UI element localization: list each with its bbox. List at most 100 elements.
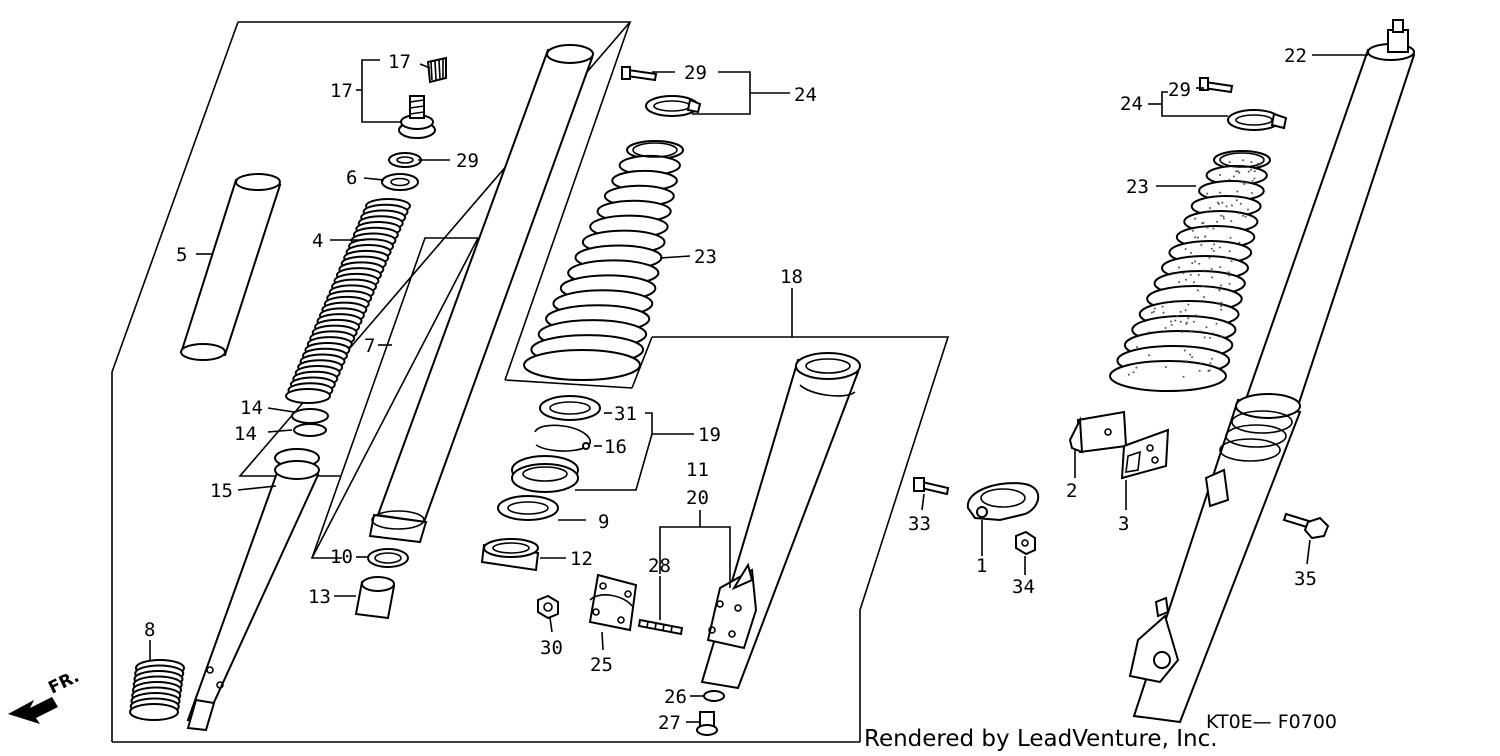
callout-33: 33 bbox=[908, 513, 931, 535]
part-14-clips bbox=[292, 409, 328, 436]
boot-texture-dot bbox=[1154, 308, 1156, 310]
boot-texture-dot bbox=[1209, 362, 1211, 364]
boot-texture-dot bbox=[1180, 321, 1182, 323]
boot-texture-dot bbox=[1189, 354, 1191, 356]
boot-texture-dot bbox=[1257, 163, 1259, 165]
boot-texture-dot bbox=[1250, 161, 1252, 163]
rebound-coil bbox=[130, 704, 178, 720]
callout-29-right: 29 bbox=[1168, 79, 1191, 101]
boot-texture-dot bbox=[1174, 320, 1176, 322]
callout-17: 17 bbox=[330, 80, 353, 102]
boot-texture-dot bbox=[1230, 220, 1232, 222]
callout-30: 30 bbox=[540, 637, 563, 659]
boot-texture-dot bbox=[1191, 330, 1193, 332]
boot-texture-dot bbox=[1204, 236, 1206, 238]
part-10-slide-bushing bbox=[368, 549, 408, 567]
callout-10: 10 bbox=[330, 546, 353, 568]
boot-texture-dot bbox=[1209, 257, 1211, 259]
part-24-clamp-right bbox=[1228, 110, 1286, 130]
callout-25: 25 bbox=[590, 654, 613, 676]
part-35-bolt bbox=[1284, 514, 1328, 538]
boot-texture-dot bbox=[1135, 367, 1137, 369]
boot-texture-dot bbox=[1183, 376, 1185, 378]
boot-texture-dot bbox=[1221, 335, 1223, 337]
part-5-fork-pipe bbox=[181, 174, 280, 360]
boot-texture-dot bbox=[1148, 354, 1150, 356]
boot-texture-dot bbox=[1238, 212, 1240, 214]
boot-texture-dot bbox=[1207, 227, 1209, 229]
boot-texture-dot bbox=[1193, 321, 1195, 323]
part-29-bolt-left bbox=[622, 67, 656, 80]
boot-texture-dot bbox=[1223, 218, 1225, 220]
boot-texture-dot bbox=[1216, 221, 1218, 223]
callout-13: 13 bbox=[308, 586, 331, 608]
boot-texture-dot bbox=[1242, 215, 1244, 217]
boot-texture-dot bbox=[1247, 209, 1249, 211]
boot-texture-dot bbox=[1203, 296, 1205, 298]
callout-3: 3 bbox=[1118, 513, 1129, 535]
boot-texture-dot bbox=[1195, 314, 1197, 316]
boot-texture-dot bbox=[1236, 199, 1238, 201]
boot-texture-dot bbox=[1218, 203, 1220, 205]
boot-texture-dot bbox=[1230, 237, 1232, 239]
boot-texture-dot bbox=[1220, 215, 1222, 217]
boot-texture-dot bbox=[1237, 170, 1239, 172]
callout-21: 20 bbox=[686, 487, 709, 509]
boot-texture-dot bbox=[1246, 182, 1248, 184]
front-direction-arrow-icon: FR. bbox=[8, 667, 82, 724]
boot-texture-dot bbox=[1211, 358, 1213, 360]
boot-texture-dot bbox=[1231, 205, 1233, 207]
callout-22: 22 bbox=[1284, 45, 1307, 67]
boot-texture-dot bbox=[1163, 312, 1165, 314]
boot-texture-dot bbox=[1153, 311, 1155, 313]
boot-texture-dot bbox=[1200, 362, 1202, 364]
boot-texture-dot bbox=[1162, 306, 1164, 308]
boot-texture-dot bbox=[1178, 267, 1180, 269]
callout-28: 28 bbox=[648, 555, 671, 577]
part-3-hose-guide bbox=[1122, 430, 1168, 478]
part-27-drain-bolt bbox=[697, 712, 717, 735]
boot-texture-dot bbox=[1220, 284, 1222, 286]
boot-texture-dot bbox=[1219, 266, 1221, 268]
boot-texture-dot bbox=[1219, 246, 1221, 248]
boot-texture-dot bbox=[1229, 250, 1231, 252]
part-12-guide-bushing bbox=[482, 539, 538, 570]
boot-texture-dot bbox=[1193, 281, 1195, 283]
boot-texture-dot bbox=[1191, 356, 1193, 358]
boot-texture-dot bbox=[1238, 172, 1240, 174]
boot-texture-dot bbox=[1190, 252, 1192, 254]
part-18-air-valve-cap bbox=[428, 58, 446, 82]
callout-26: 26 bbox=[664, 686, 687, 708]
callout-31: 31 bbox=[614, 403, 637, 425]
boot-texture-dot bbox=[1187, 304, 1189, 306]
boot-texture-dot bbox=[1170, 321, 1172, 323]
callout-34: 34 bbox=[1012, 576, 1035, 598]
callout-5: 5 bbox=[176, 244, 187, 266]
part-34-nut bbox=[1016, 532, 1035, 554]
part-2-reflector-bracket bbox=[1070, 412, 1126, 452]
callout-12: 12 bbox=[570, 548, 593, 570]
part-19-fork-bottom-case bbox=[702, 353, 860, 688]
part-25-axle-holder bbox=[590, 575, 636, 630]
boot-texture-dot bbox=[1198, 263, 1200, 265]
boot-texture-dot bbox=[1209, 207, 1211, 209]
boot-texture-dot bbox=[1200, 244, 1202, 246]
part-16-stopper-ring bbox=[535, 425, 590, 451]
boot-texture-dot bbox=[1259, 162, 1261, 164]
boot-texture-dot bbox=[1185, 309, 1187, 311]
callout-14-upper: 14 bbox=[240, 397, 263, 419]
boot-texture-dot bbox=[1212, 332, 1214, 334]
boot-texture-dot bbox=[1254, 170, 1256, 172]
boot-texture-dot bbox=[1201, 222, 1203, 224]
boot-texture-dot bbox=[1229, 283, 1231, 285]
boot-texture-dot bbox=[1236, 191, 1238, 193]
boot-texture-dot bbox=[1233, 176, 1235, 178]
boot-texture-dot bbox=[1206, 193, 1208, 195]
boot-texture-dot bbox=[1171, 324, 1173, 326]
boot-texture-dot bbox=[1206, 326, 1208, 328]
callout-4: 4 bbox=[312, 230, 323, 252]
boot-texture-dot bbox=[1216, 323, 1218, 325]
part-4-fork-spring bbox=[286, 199, 410, 403]
credit-text: Rendered by LeadVenture, Inc. bbox=[864, 726, 1218, 752]
boot-texture-dot bbox=[1211, 268, 1213, 270]
